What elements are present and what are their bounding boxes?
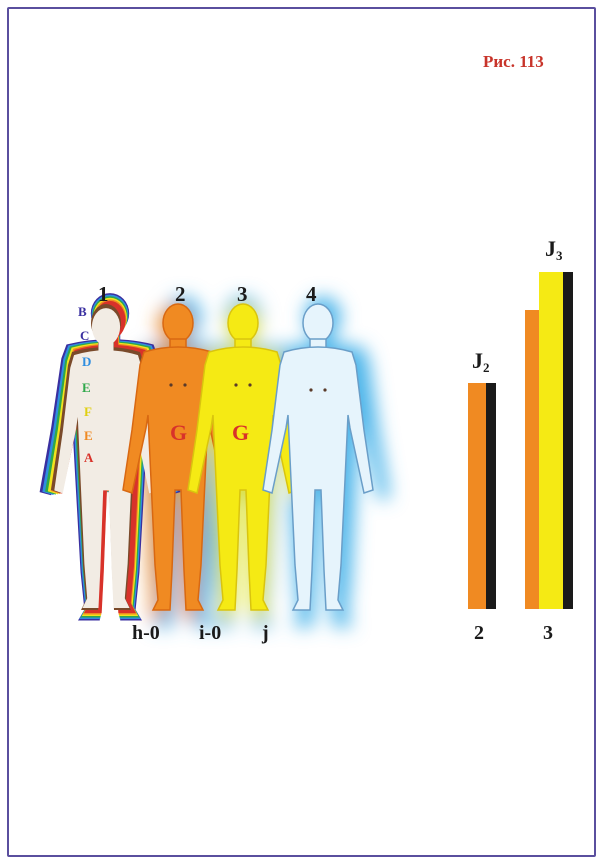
chakra-letter-6: E: [84, 428, 93, 444]
chakra-letter-5: F: [84, 404, 92, 420]
label-j: j: [262, 622, 269, 645]
bar-3-label: 3: [543, 622, 553, 645]
chakra-letter-4: E: [82, 380, 91, 396]
chakra-letter-7: A: [84, 450, 93, 466]
bar-2-orange: [468, 383, 486, 609]
chakra-letter-3: D: [82, 354, 91, 370]
label-h: h-0: [132, 622, 160, 645]
chakra-letter-1: B: [78, 304, 87, 320]
bar-chart: [468, 272, 573, 609]
figure-4-number: 4: [306, 282, 317, 307]
chakra-letter-2: C: [80, 328, 89, 344]
bar-3-black: [563, 272, 573, 609]
bar-2-label: 2: [474, 622, 484, 645]
figure-3-number: 3: [237, 282, 248, 307]
bar-2-j-label: J2: [472, 348, 490, 376]
bar-2-black: [486, 383, 496, 609]
label-i: i-0: [199, 622, 221, 645]
figure-2-number: 2: [175, 282, 186, 307]
figure-2-chest-mark: G: [170, 420, 187, 446]
figure-1-number: 1: [98, 282, 109, 307]
bar-3-orange: [525, 310, 539, 609]
bar-3-j-label: J3: [545, 236, 563, 264]
bar-3-yellow: [539, 272, 563, 609]
figure-3-chest-mark: G: [232, 420, 249, 446]
